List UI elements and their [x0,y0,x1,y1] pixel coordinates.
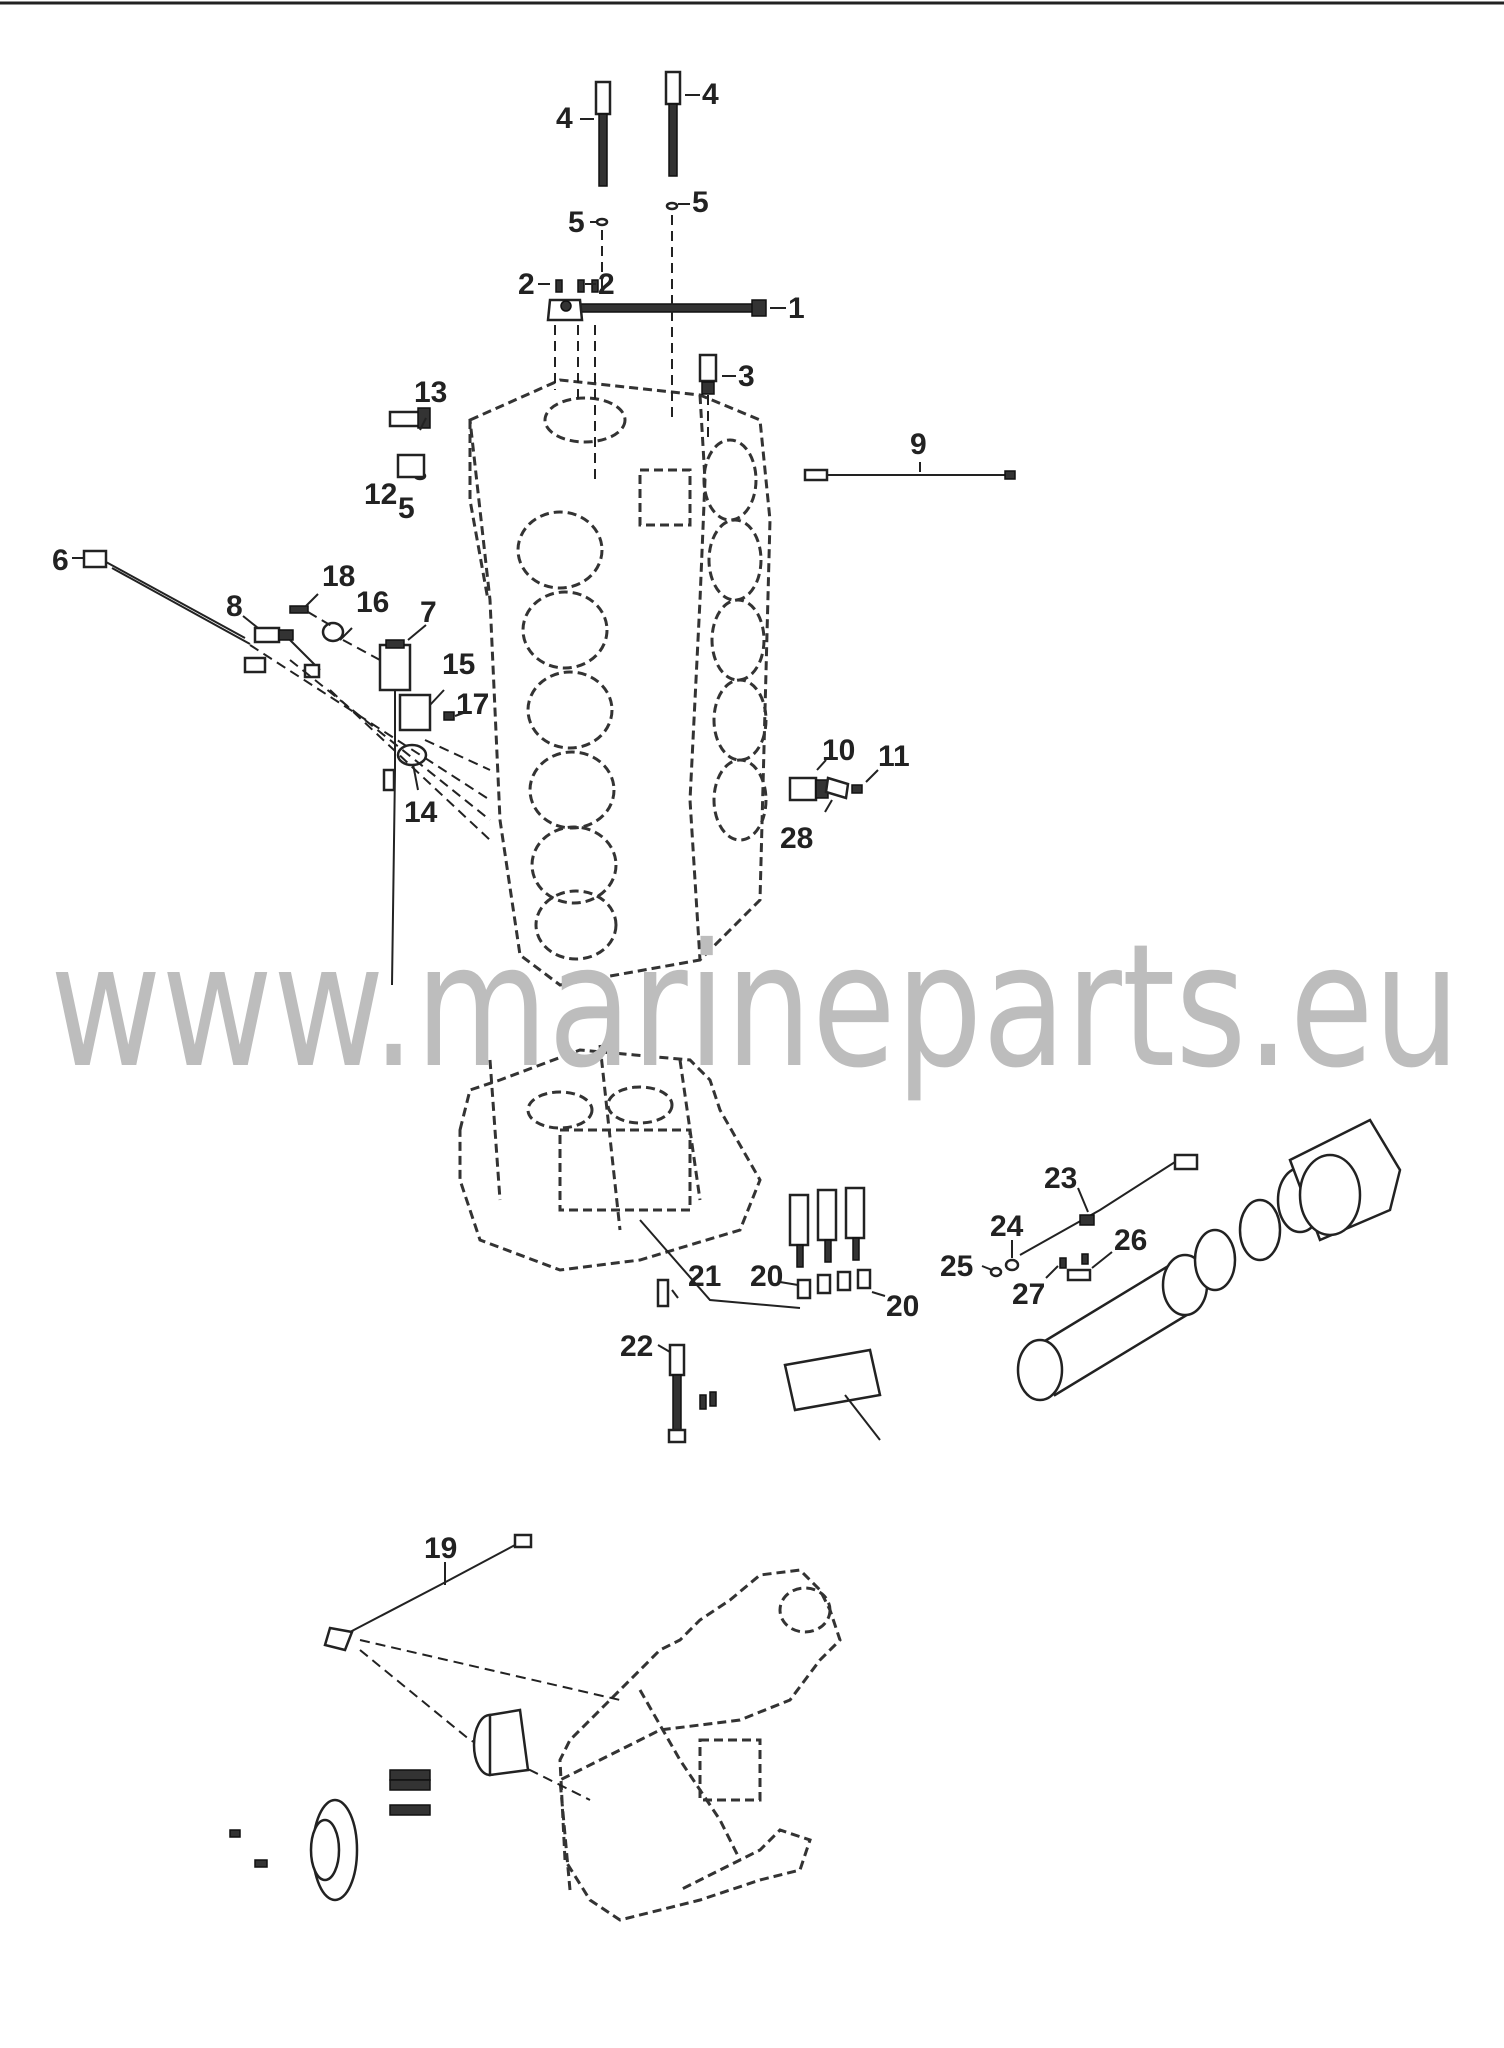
callout-5c: 5 [398,492,415,525]
callout-21: 21 [688,1260,721,1293]
callout-4b: 4 [702,78,719,111]
part-20-solenoids [783,1186,882,1412]
part-21-fitting [656,1278,670,1308]
callout-20b: 20 [886,1290,919,1323]
part-24-o-ring [1004,1258,1020,1272]
leader-dash [359,1639,621,1701]
part-5-o-rings [413,201,679,481]
part-26-clip [1066,1268,1092,1282]
callout-17: 17 [456,688,489,721]
part-13-sensor [388,407,431,429]
callout-20a: 20 [750,1260,783,1293]
part-17-screw [443,711,455,721]
carrier-parts [229,1708,530,1902]
callout-26: 26 [1114,1224,1147,1257]
callout-10: 10 [822,734,855,767]
callout-2a: 2 [518,268,535,301]
part-25-o-ring [989,1266,1003,1278]
leader-dash [424,739,491,771]
callout-13: 13 [414,376,447,409]
callout-23: 23 [1044,1162,1077,1195]
callout-14: 14 [404,796,438,829]
watermark-text: www.marineparts.eu [50,908,1460,1106]
callout-7: 7 [420,596,437,629]
callout-12: 12 [364,478,397,511]
part-9-knock-sensor-lead [803,468,1016,482]
part-11-screw [851,784,863,794]
part-28-bracket [824,776,850,800]
part-3-pressure-sender [698,353,718,395]
callout-19: 19 [424,1532,457,1565]
callout-24: 24 [990,1210,1024,1243]
leader-dash [289,659,491,821]
part-10-sensor-plug [788,776,829,802]
callout-leaders [72,94,1113,1585]
callout-2b: 2 [598,268,615,301]
adapter-plate [458,1044,762,1272]
part-14-grommet [396,743,428,767]
cylinder-block [468,378,772,987]
part-2-screws [555,279,599,293]
part-23-speed-sensor [1019,1153,1199,1256]
leader-dash [307,611,336,629]
callout-4a: 4 [556,102,573,135]
part-7-coil-module [378,639,412,986]
callout-6: 6 [52,544,69,577]
callout-11: 11 [878,740,910,773]
part-27-screws [1059,1253,1089,1269]
callout-9: 9 [910,428,927,461]
callout-15: 15 [442,648,475,681]
leader-line [844,1394,881,1441]
leader-line [639,1219,801,1309]
leader-dash [342,639,381,661]
callout-27: 27 [1012,1278,1045,1311]
part-8-sensor [243,626,321,679]
callout-8: 8 [226,590,243,623]
leader-dash [329,689,491,841]
callout-18: 18 [322,560,355,593]
callout-16: 16 [356,586,389,619]
part-6-cable-sensor [82,549,251,645]
callout-3: 3 [738,360,755,393]
part-22-sensor [667,1343,717,1444]
leader-dash [359,1649,591,1801]
part-16-grommet [321,621,345,643]
part-15-bracket [398,693,432,732]
callout-5b: 5 [692,186,709,219]
callout-25: 25 [940,1250,973,1283]
part-1-sensor-harness [546,298,767,322]
callout-22: 22 [620,1330,653,1363]
part-4-temperature-sensors [594,70,682,187]
callout-28: 28 [780,822,813,855]
gearcase [558,1568,842,1922]
part-19-sensor-lead [323,1533,533,1652]
part-12-sensor [396,453,426,479]
callout-1: 1 [788,292,805,325]
callout-5a: 5 [568,206,585,239]
sleeve-assembly [1016,1118,1402,1402]
part-18-screw [289,605,309,614]
